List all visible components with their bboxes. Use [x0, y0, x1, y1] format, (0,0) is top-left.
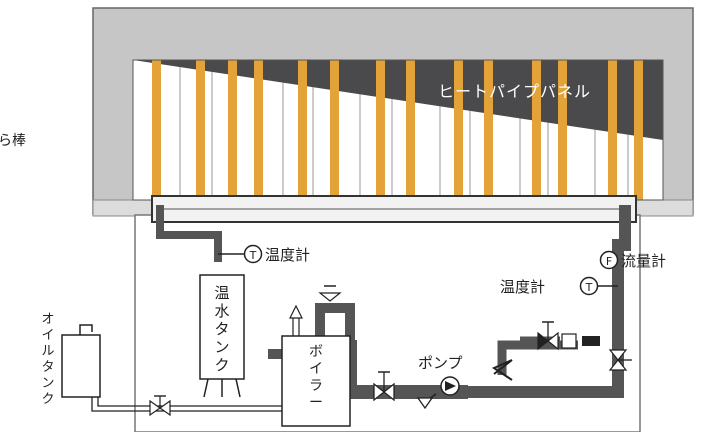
bypass-valve: [537, 321, 600, 351]
boiler: [281, 335, 351, 427]
hot-water-tank-label: 温水タンク: [214, 284, 230, 374]
oil-tank: [61, 334, 101, 398]
check-valve: [491, 359, 513, 381]
boiler-vent-valve: [318, 285, 342, 302]
absorber-plate: [133, 60, 663, 140]
oil-tank-label: オイルタンク: [41, 312, 55, 407]
thermometer-symbol: T: [249, 249, 257, 262]
thermometer-left-label: 温度計: [265, 246, 311, 264]
thermometer-right: T: [579, 276, 599, 296]
oil-feed-line: [91, 397, 282, 412]
hot-water-tank: [199, 274, 245, 380]
panel-label: ヒートパイプパネル: [438, 82, 592, 101]
heat-pipe-panel: [133, 60, 663, 200]
flowmeter: F: [599, 250, 619, 270]
pump-inlet-valve: [373, 371, 395, 402]
heat-pipes: [152, 60, 643, 200]
flowmeter-symbol: F: [606, 255, 612, 268]
pump: [416, 376, 460, 410]
thermometer-symbol: T: [585, 281, 593, 294]
pump-label: ポンプ: [418, 354, 463, 372]
oil-valve: [149, 395, 171, 417]
return-valve: [608, 349, 632, 371]
thermometer-right-label: 温度計: [500, 278, 546, 296]
edge-text: ら棒: [0, 133, 26, 149]
flowmeter-label: 流量計: [621, 252, 667, 270]
thermometer-left: T: [243, 244, 263, 264]
boiler-label: ボイラー: [309, 344, 323, 411]
exhaust-arrow: [289, 304, 303, 319]
